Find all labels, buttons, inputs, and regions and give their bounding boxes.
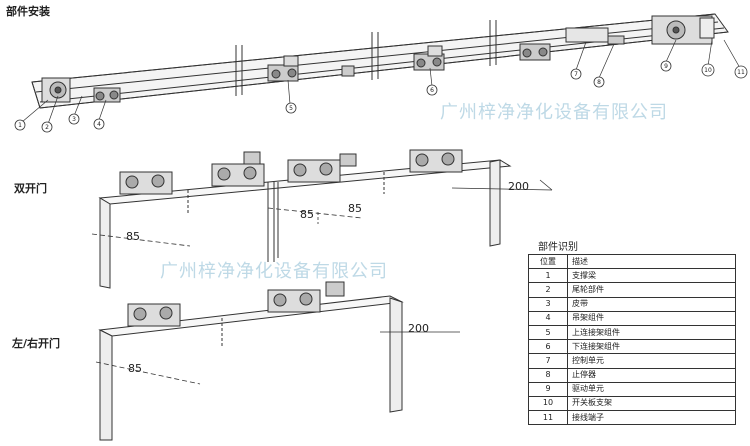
callout-9: 9 — [664, 63, 668, 70]
callout-3: 3 — [72, 116, 76, 123]
row-pos: 10 — [528, 395, 568, 412]
row-pos: 5 — [528, 324, 568, 341]
callout-1: 1 — [18, 122, 22, 129]
section-install-title: 部件安装 — [6, 5, 50, 18]
row-desc: 开关板支架 — [567, 395, 736, 412]
row-pos: 6 — [528, 339, 568, 355]
row-pos: 2 — [528, 282, 568, 298]
row-desc: 接线端子 — [567, 410, 736, 426]
callout-8: 8 — [597, 79, 601, 86]
row-pos: 11 — [528, 410, 568, 426]
dim-double-200: 200 — [508, 180, 529, 193]
row-desc: 下连接架组件 — [567, 339, 736, 355]
section-double-door-title: 双开门 — [14, 182, 47, 195]
parts-table-title: 部件识别 — [538, 242, 578, 253]
callout-leaders — [21, 39, 741, 125]
header-position: 位置 — [528, 253, 568, 270]
row-desc: 支撑梁 — [567, 268, 736, 284]
dim-double-85-left: 85 — [126, 230, 140, 243]
row-pos: 3 — [528, 296, 568, 312]
dim-single-200: 200 — [408, 322, 429, 335]
row-desc: 驱动单元 — [567, 381, 736, 397]
row-pos: 4 — [528, 310, 568, 326]
row-pos: 7 — [528, 353, 568, 369]
row-desc: 控制单元 — [567, 353, 736, 369]
callout-10: 10 — [704, 67, 712, 74]
dim-single-85: 85 — [128, 362, 142, 375]
callout-7: 7 — [574, 71, 578, 78]
section-single-door-title: 左/右开门 — [12, 337, 61, 350]
callout-markers — [14, 60, 748, 133]
row-desc: 尾轮部件 — [567, 282, 736, 298]
parts-table-header: 位置 描述 — [528, 253, 736, 270]
double-door-frame — [91, 149, 553, 289]
callout-2: 2 — [45, 124, 49, 131]
dim-double-85-right: 85 — [348, 202, 362, 215]
row-desc: 皮带 — [567, 296, 736, 312]
callout-6: 6 — [430, 87, 434, 94]
row-pos: 9 — [528, 381, 568, 397]
watermark-mid: 广州梓净净化设备有限公司 — [160, 261, 388, 282]
dim-double-85-mid: 85 — [300, 208, 314, 221]
single-door-frame — [95, 281, 460, 441]
callout-5: 5 — [289, 105, 293, 112]
row-desc: 吊架组件 — [567, 310, 736, 326]
watermark-top: 广州梓净净化设备有限公司 — [440, 102, 668, 123]
row-pos: 1 — [528, 268, 568, 284]
row-pos: 8 — [528, 367, 568, 383]
rail-assembly — [31, 13, 729, 109]
row-desc: 止停器 — [567, 367, 736, 383]
header-description: 描述 — [567, 253, 736, 270]
callout-4: 4 — [97, 121, 101, 128]
callout-11: 11 — [737, 69, 745, 76]
row-desc: 上连接架组件 — [567, 324, 736, 341]
